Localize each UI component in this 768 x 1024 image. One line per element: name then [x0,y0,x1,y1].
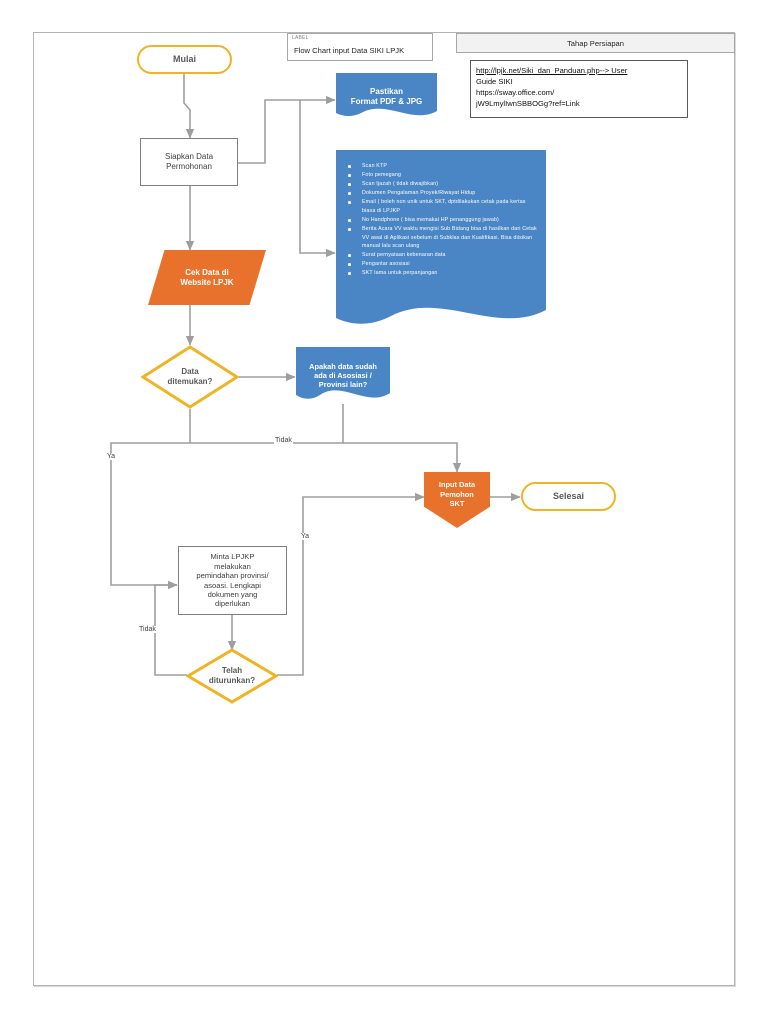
node-input-skt-label: Input Data Pemohon SKT [438,480,476,509]
requirements-ul: Scan KTP Foto pemegang Scan Ijazah ( tid… [348,162,538,278]
node-finish-label: Selesai [552,490,585,501]
diamond-shape-icon [141,345,239,409]
list-item: Berita Acara VV waktu mengisi Sub Bidang… [348,226,537,250]
url-line-2: Guide SIKI [476,77,513,86]
document-shape-icon [336,73,437,116]
node-format-label: Pastikan Format PDF & JPG [350,87,423,106]
list-item: Email ( boleh non unik untuk SKT, dptdil… [348,198,538,215]
document-shape-icon [296,347,390,399]
list-item: Surat pernyataan kebenaran data [348,251,538,260]
label-caption: LABEL [292,35,309,41]
edge-label-tidak-top: Tidak [274,437,293,444]
node-lowered-label: Telah diturunkan? [208,666,256,685]
url-line-4[interactable]: jW9LmylIwnSBBOGg?ref=Link [476,99,580,108]
node-check-website[interactable]: Cek Data di Website LPJK [148,250,266,305]
edge-label-ya-mid: Ya [300,533,311,540]
node-format[interactable]: Pastikan Format PDF & JPG [336,73,437,121]
edge-label-tidak-low: Tidak [138,626,157,633]
node-in-association-label: Apakah data sudah ada di Asosiasi / Prov… [309,361,377,390]
node-data-found[interactable]: Data ditemukan? [141,345,239,409]
diamond-shape-icon [186,648,278,704]
edge-label-ya-left: Ya [106,453,117,460]
list-item: Scan Ijazah ( tidak diwajibkan) [348,180,538,189]
node-request-move-label: Minta LPJKP melakukan pemindahan provins… [196,552,269,609]
list-item: Pengantar asosiasi [348,260,538,269]
node-finish[interactable]: Selesai [521,482,616,511]
list-item: No Handphone ( bisa memakai HP penanggun… [348,216,538,225]
list-item: Scan KTP [348,162,538,171]
node-check-website-label: Cek Data di Website LPJK [180,267,234,287]
url-note-box: http://lpjk.net/Siki_dan_Panduan.php--> … [470,60,688,118]
node-start[interactable]: Mulai [137,45,232,74]
label-title: Flow Chart input Data SIKI LPJK [294,46,405,55]
node-requirements[interactable]: Scan KTP Foto pemegang Scan Ijazah ( tid… [336,150,546,328]
node-prepare-label: Siapkan Data Permohonan [164,152,214,171]
node-data-found-label: Data ditemukan? [167,367,213,386]
list-item: Foto pemegang [348,171,538,180]
list-item: SKT lama untuk perpanjangan [348,269,538,278]
node-in-association[interactable]: Apakah data sudah ada di Asosiasi / Prov… [296,347,390,404]
url-line-1[interactable]: http://lpjk.net/Siki_dan_Panduan.php--> … [476,66,628,75]
label-box: LABEL Flow Chart input Data SIKI LPJK [287,33,433,61]
node-prepare[interactable]: Siapkan Data Permohonan [140,138,238,186]
node-start-label: Mulai [172,53,196,64]
phase-title: Tahap Persiapan [567,38,624,48]
requirements-list: Scan KTP Foto pemegang Scan Ijazah ( tid… [336,150,546,278]
node-lowered[interactable]: Telah diturunkan? [186,648,278,704]
phase-header: Tahap Persiapan [456,33,735,53]
document-shape-icon [336,150,546,324]
list-item: Dokumen Pengalaman Proyek/Riwayat Hidup [348,189,538,198]
url-line-3[interactable]: https://sway.office.com/ [476,88,555,97]
node-request-move[interactable]: Minta LPJKP melakukan pemindahan provins… [178,546,287,615]
